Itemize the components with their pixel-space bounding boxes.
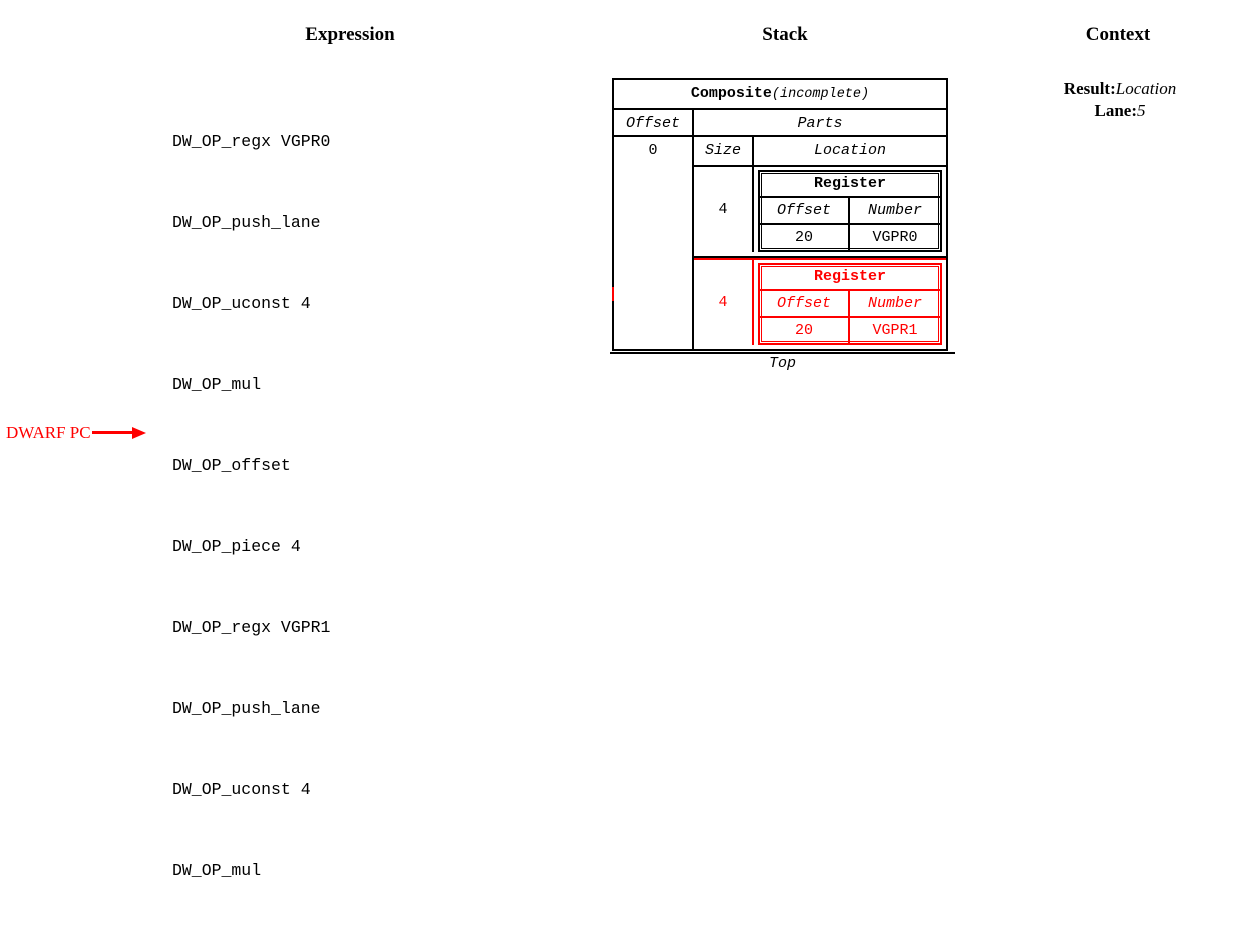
register-values-row: 20 VGPR1 xyxy=(760,318,940,343)
expression-line: DW_OP_piece 4 xyxy=(172,537,301,556)
context-entry: Lane:5 xyxy=(1000,100,1240,122)
expression-line: DW_OP_push_lane xyxy=(172,699,321,718)
dwarf-pc-marker: DWARF PC xyxy=(6,424,150,441)
context-entry-key: Lane: xyxy=(1094,101,1138,120)
register-offset-header: Offset xyxy=(760,291,850,316)
expression-column-header: Expression xyxy=(305,24,395,45)
context-entry-key: Result: xyxy=(1063,79,1116,98)
composite-title-suffix: (incomplete) xyxy=(771,87,870,102)
parts-size-header: Size xyxy=(694,137,754,165)
composite-title: Composite(incomplete) xyxy=(614,80,946,110)
register-location-table: Register Offset Number 20 VGPR0 xyxy=(758,170,942,252)
context-column-header: Context xyxy=(1085,24,1151,45)
expression-line: DW_OP_uconst 4 xyxy=(172,780,311,799)
register-number-header: Number xyxy=(867,295,922,312)
composite-parts-header: Parts xyxy=(694,110,946,137)
stack-bottom-rule xyxy=(610,352,955,354)
composite-title-text: Composite xyxy=(690,85,772,102)
active-part-tick xyxy=(612,287,614,301)
composite-parts-column: Parts Size Location 4 Register Offset Nu… xyxy=(694,110,946,349)
part-size-value: 4 xyxy=(694,260,754,345)
context-panel: Result:Location Lane:5 xyxy=(1000,78,1240,122)
context-entry: Result:Location xyxy=(1000,78,1240,100)
stack-top-label: Top xyxy=(768,355,796,372)
context-entry-value: 5 xyxy=(1137,101,1146,120)
register-number-value: VGPR0 xyxy=(872,229,918,246)
part-location-cell: Register Offset Number 20 VGPR1 xyxy=(754,260,946,349)
composite-location-table: Composite(incomplete) Offset 0 Parts Siz… xyxy=(612,78,948,351)
expression-line: DW_OP_regx VGPR0 xyxy=(172,132,331,151)
register-title: Register xyxy=(760,265,940,291)
parts-location-header: Location xyxy=(813,142,886,159)
register-number-header: Number xyxy=(867,202,922,219)
composite-body: Offset 0 Parts Size Location 4 Register … xyxy=(612,110,946,349)
expression-line: DW_OP_offset xyxy=(172,456,291,475)
dwarf-pc-label: DWARF PC xyxy=(6,423,91,442)
expression-line: DW_OP_uconst 4 xyxy=(172,294,311,313)
parts-subheader-row: Size Location xyxy=(694,137,946,167)
context-entry-value: Location xyxy=(1115,79,1177,98)
register-offset-header: Offset xyxy=(760,198,850,223)
expression-line: DW_OP_regx VGPR1 xyxy=(172,618,331,637)
part-row: 4 Register Offset Number 20 VGPR0 xyxy=(694,167,946,258)
composite-offset-column: Offset 0 xyxy=(612,110,694,349)
part-row: 4 Register Offset Number 20 VGPR1 xyxy=(694,258,946,349)
expression-line: DW_OP_push_lane xyxy=(172,213,321,232)
expression-op-list: DW_OP_regx VGPR0 DW_OP_push_lane DW_OP_u… xyxy=(172,74,330,936)
register-number-value: VGPR1 xyxy=(872,322,918,339)
register-subheader-row: Offset Number xyxy=(760,291,940,318)
register-offset-value: 20 xyxy=(760,318,850,343)
register-subheader-row: Offset Number xyxy=(760,198,940,225)
composite-offset-value: 0 xyxy=(648,142,658,159)
expression-line: DW_OP_mul xyxy=(172,375,262,394)
part-size-value: 4 xyxy=(694,167,754,252)
part-location-cell: Register Offset Number 20 VGPR0 xyxy=(754,167,946,256)
register-location-table: Register Offset Number 20 VGPR1 xyxy=(758,263,942,345)
composite-offset-header: Offset xyxy=(614,110,692,137)
arrow-right-icon xyxy=(91,426,150,439)
stack-column-header: Stack xyxy=(762,24,808,45)
register-offset-value: 20 xyxy=(760,225,850,250)
register-values-row: 20 VGPR0 xyxy=(760,225,940,250)
expression-line: DW_OP_mul xyxy=(172,861,262,880)
register-title: Register xyxy=(760,172,940,198)
